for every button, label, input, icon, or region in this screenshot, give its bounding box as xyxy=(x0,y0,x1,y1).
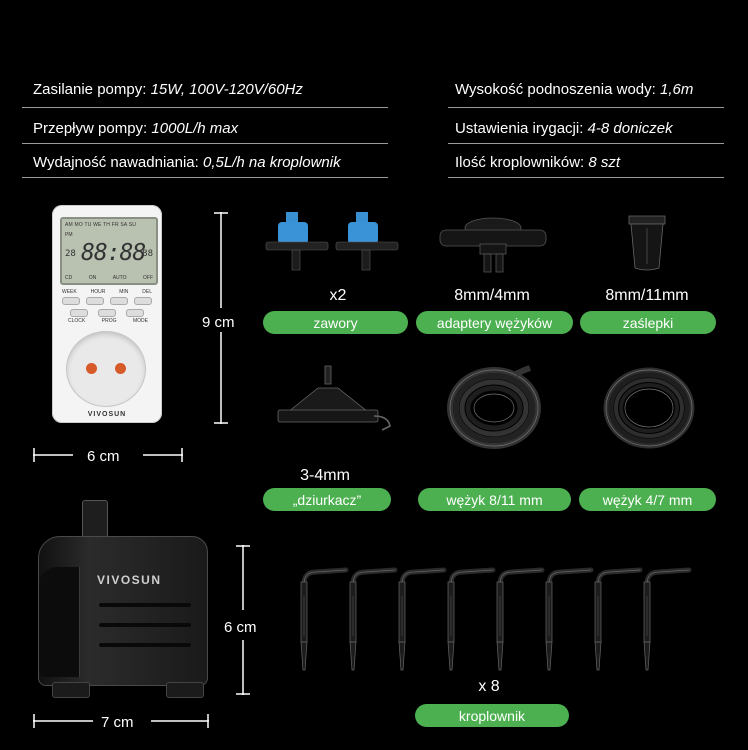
timer-buttons-top: WEEK HOUR MIN DEL xyxy=(62,289,152,295)
lcd-small-right: 88 xyxy=(142,249,153,259)
lcd-mode: AUTO xyxy=(112,275,127,281)
end-caps-label: zaślepki xyxy=(580,311,716,334)
hose-coil-small-icon xyxy=(603,367,695,449)
pump-body: VIVOSUN xyxy=(38,536,208,686)
lcd-days: AM MO TU WE TH FR SA SU xyxy=(65,222,137,228)
timer-button-hour: HOUR xyxy=(90,289,106,295)
divider xyxy=(22,143,388,144)
spec-value: 1,6m xyxy=(659,81,694,98)
spec-lift-height: Wysokość podnoszenia wody: 1,6m xyxy=(455,81,693,98)
lcd-mode: OFF xyxy=(143,275,153,281)
hose-coil-large-icon xyxy=(447,365,541,449)
timer-socket xyxy=(66,331,146,407)
valve-icon xyxy=(335,212,399,271)
end-cap-caption: 8mm/11mm xyxy=(605,287,689,304)
spec-label: Ustawienia irygacji: xyxy=(455,120,584,137)
pump-foot xyxy=(166,682,204,698)
spec-label: Wysokość podnoszenia wody: xyxy=(455,81,656,98)
spec-value: 1000L/h max xyxy=(151,120,239,137)
dripper-icon xyxy=(496,567,545,671)
pump-vent xyxy=(99,623,191,627)
spec-label: Ilość kroplowników: xyxy=(455,154,585,171)
timer-button-week: WEEK xyxy=(62,289,77,295)
dripper-icon xyxy=(300,567,349,671)
dripper-icon xyxy=(398,567,447,671)
dripper-icon xyxy=(349,567,398,671)
divider xyxy=(448,107,724,108)
valve-caption: x2 xyxy=(329,287,347,304)
dripper-icon xyxy=(545,567,594,671)
divider xyxy=(22,107,388,108)
timer-button-prog: PROG xyxy=(101,318,117,324)
pump-height-dimension xyxy=(236,545,250,695)
pump-vent xyxy=(99,643,191,647)
timer-keys-bottom xyxy=(70,309,144,317)
timer-button-del: DEL xyxy=(142,289,152,295)
pump-side-panel xyxy=(39,567,80,677)
dripper-icon xyxy=(447,567,496,671)
pump-foot xyxy=(52,682,90,698)
spec-value: 4-8 doniczek xyxy=(587,120,673,137)
spec-power: Zasilanie pompy: 15W, 100V-120V/60Hz xyxy=(33,81,303,98)
spec-dripper-count: Ilość kroplowników: 8 szt xyxy=(455,154,620,171)
spec-label: Zasilanie pompy: xyxy=(33,81,147,98)
spec-irrigation: Ustawienia irygacji: 4-8 doniczek xyxy=(455,120,673,137)
valve-icon xyxy=(265,212,329,271)
hole-punch-caption: 3-4mm xyxy=(300,467,350,484)
socket-pin-left xyxy=(86,363,97,374)
hose-8-11-label: wężyk 8/11 mm xyxy=(418,488,571,511)
pump-vent xyxy=(99,603,191,607)
timer-height-label: 9 cm xyxy=(202,314,235,331)
timer-width-dimension xyxy=(33,448,183,462)
lcd-mode: CD xyxy=(65,275,73,281)
spec-value: 15W, 100V-120V/60Hz xyxy=(150,81,303,98)
divider xyxy=(22,177,388,178)
lcd-pm: PM xyxy=(65,232,73,238)
hose-adapter-icon xyxy=(439,217,547,273)
socket-pin-right xyxy=(115,363,126,374)
spec-output: Wydajność nawadniania: 0,5L/h na kroplow… xyxy=(33,154,341,171)
divider xyxy=(448,177,724,178)
hose-4-7-label: wężyk 4/7 mm xyxy=(579,488,716,511)
pump-brand-logo: VIVOSUN xyxy=(97,573,162,587)
timer-button-min: MIN xyxy=(119,289,129,295)
pump-width-dimension xyxy=(33,714,209,728)
adapters-label: adaptery wężyków xyxy=(416,311,573,334)
lcd-mode: ON xyxy=(88,275,97,281)
divider xyxy=(448,143,724,144)
hole-punch-icon xyxy=(277,365,391,431)
spec-value: 8 szt xyxy=(588,154,621,171)
lcd-clock: 88:88 xyxy=(81,240,146,266)
lcd-modes: CD ON AUTO OFF xyxy=(65,275,153,281)
dripper-row xyxy=(298,566,698,676)
adapter-caption: 8mm/4mm xyxy=(454,287,530,304)
dripper-icon xyxy=(643,567,692,671)
pump-height-label: 6 cm xyxy=(224,619,257,636)
valves-label: zawory xyxy=(263,311,408,334)
timer-brand-logo: VIVOSUN xyxy=(87,411,127,418)
dripper-icon xyxy=(594,567,643,671)
spec-label: Wydajność nawadniania: xyxy=(33,154,199,171)
timer-button-clock: CLOCK xyxy=(68,318,86,324)
dripper-label: kroplownik xyxy=(415,704,569,727)
spec-value: 0,5L/h na kroplownik xyxy=(202,154,341,171)
hole-punch-label: „dziurkacz” xyxy=(263,488,391,511)
timer-button-mode: MODE xyxy=(133,318,148,324)
timer-height-dimension xyxy=(214,212,228,424)
timer-lcd: AM MO TU WE TH FR SA SU PM 28 88:88 88 C… xyxy=(60,217,158,285)
spec-flow: Przepływ pompy: 1000L/h max xyxy=(33,120,238,137)
spec-label: Przepływ pompy: xyxy=(33,120,148,137)
pump-device: VIVOSUN xyxy=(38,500,208,698)
timer-width-label: 6 cm xyxy=(87,448,120,465)
timer-keys-top xyxy=(62,297,152,305)
timer-buttons-bottom: CLOCK PROG MODE xyxy=(68,318,148,324)
end-cap-icon xyxy=(628,215,666,271)
pump-width-label: 7 cm xyxy=(101,714,134,731)
dripper-count: x 8 xyxy=(478,678,500,695)
lcd-small-left: 28 xyxy=(65,249,76,259)
timer-device: AM MO TU WE TH FR SA SU PM 28 88:88 88 C… xyxy=(52,205,162,423)
